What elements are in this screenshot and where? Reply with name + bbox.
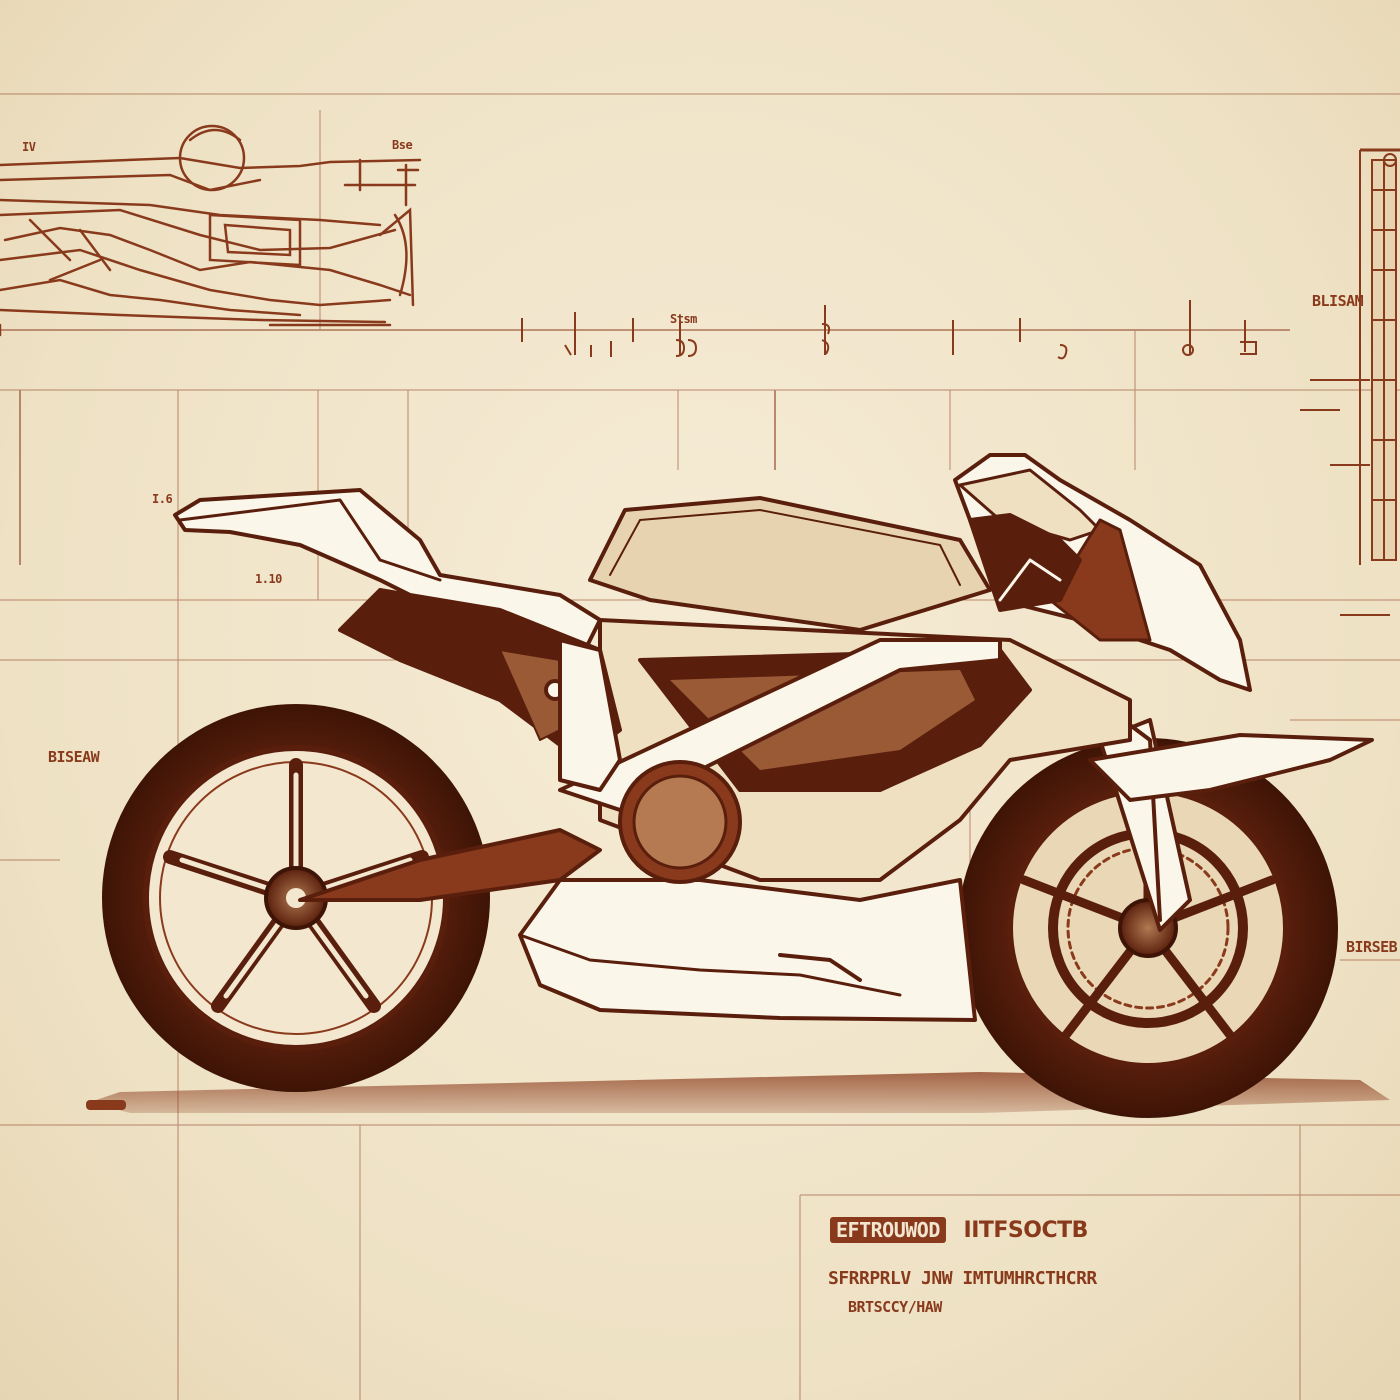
right-header-label: BLISAM	[1312, 292, 1364, 310]
right-side-label: BIRSEB	[1346, 938, 1398, 956]
title-text: IITFSOCTB	[963, 1218, 1089, 1243]
rear-wheel	[102, 704, 490, 1092]
dimension-small-label: 1.10	[255, 572, 282, 586]
dimension-label: Stsm	[670, 312, 697, 326]
motorcycle-blueprint-drawing	[102, 453, 1374, 1118]
left-mark-label: I.6	[152, 492, 173, 506]
top-left-mark: IV	[22, 140, 36, 154]
fairing	[173, 453, 1252, 1022]
frame-sketch	[0, 124, 422, 337]
title-stamp: EFTROUWOD	[830, 1217, 946, 1243]
front-fork-detail	[1088, 718, 1374, 932]
title-line-3: BRTSCCY/HAW	[848, 1298, 942, 1316]
side-ruler	[1300, 148, 1400, 616]
title-line-2: SFRRPRLV JNW IMTUMHRCTHCRR	[828, 1268, 1097, 1289]
dimension-marker	[521, 300, 1257, 360]
left-side-label: BISEAW	[48, 748, 100, 766]
title-block: EFTROUWOD IITFSOCTB	[830, 1217, 1089, 1243]
top-sketch-note: Bse	[392, 138, 413, 152]
